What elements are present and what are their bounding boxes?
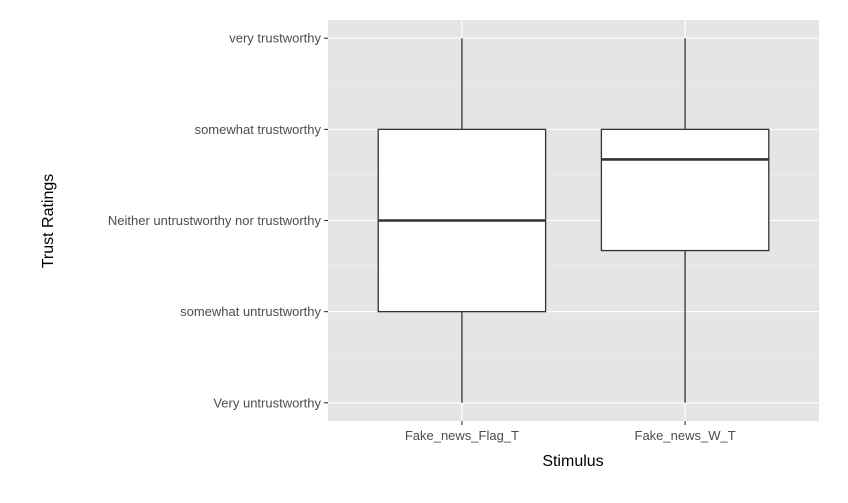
y-tick-label: Neither untrustworthy nor trustworthy	[108, 213, 322, 228]
box-iqr	[600, 128, 770, 252]
box-Fake_news_W_T	[600, 38, 770, 403]
y-tick-label: somewhat untrustworthy	[180, 304, 321, 319]
x-axis: Fake_news_Flag_T Fake_news_W_T	[405, 421, 736, 443]
y-tick-label: somewhat trustworthy	[195, 122, 322, 137]
x-tick-label: Fake_news_Flag_T	[405, 428, 519, 443]
y-axis: Very untrustworthy somewhat untrustworthy…	[108, 31, 328, 410]
x-axis-title: Stimulus	[542, 453, 603, 470]
y-tick-label: very trustworthy	[229, 31, 321, 46]
y-tick-label: Very untrustworthy	[213, 395, 321, 410]
x-tick-label: Fake_news_W_T	[635, 428, 736, 443]
box-Fake_news_Flag_T	[377, 38, 547, 403]
boxes-layer	[377, 38, 770, 403]
y-axis-title: Trust Ratings	[40, 174, 57, 269]
